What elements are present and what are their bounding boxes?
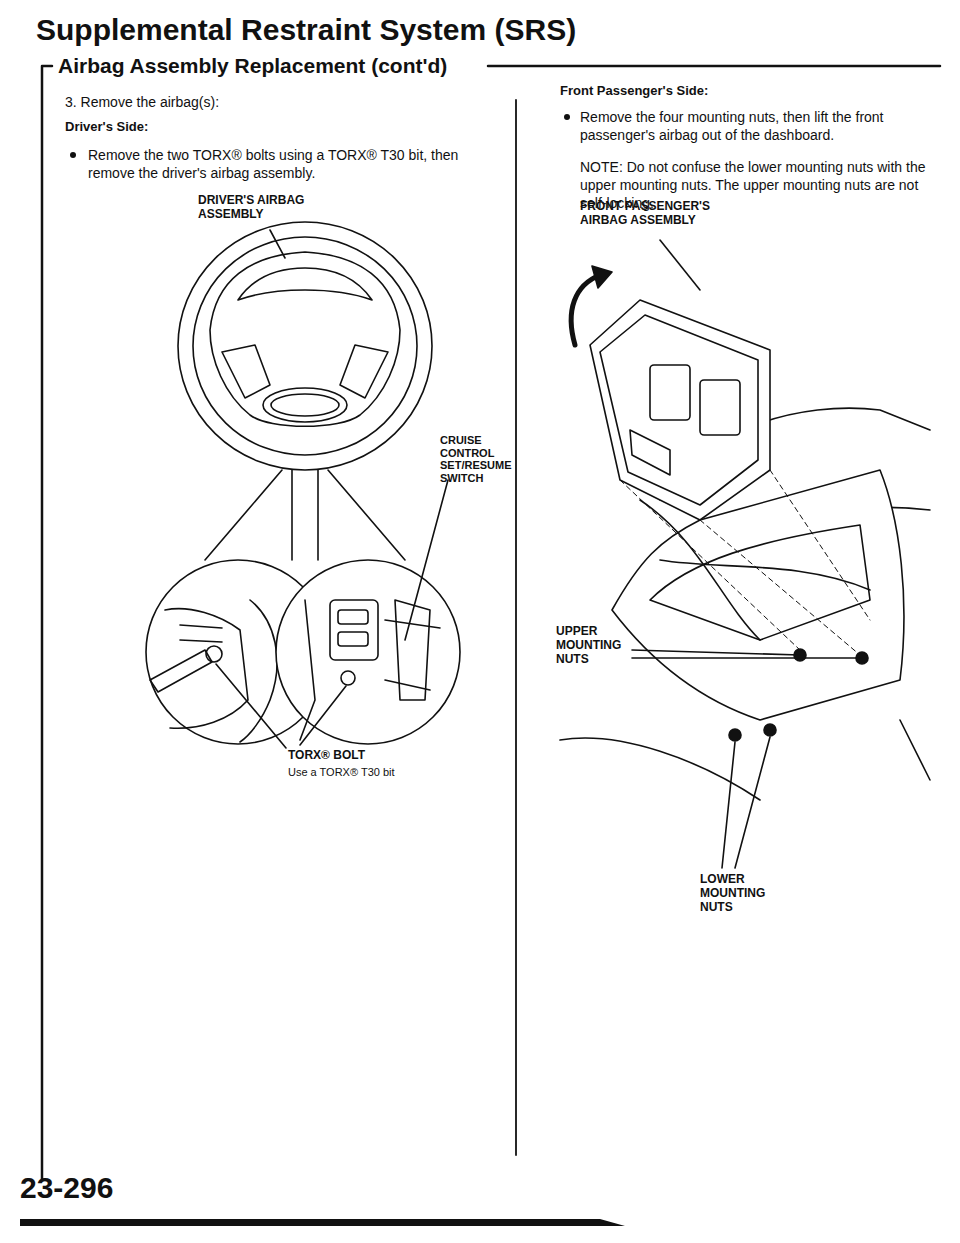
passenger-airbag-illustration [560, 266, 930, 800]
part-name: TORX® BOLT [288, 748, 428, 764]
bullet [70, 152, 76, 158]
wheel-rim [178, 222, 432, 470]
mounting-nut [764, 724, 776, 736]
leader-line [300, 686, 346, 745]
section-subtitle: Airbag Assembly Replacement (cont'd) [58, 52, 488, 79]
bullet [564, 114, 570, 120]
column-line [317, 468, 319, 560]
wheel-hub-detail [165, 609, 248, 729]
column-line [291, 468, 293, 560]
hub-detail [180, 625, 222, 642]
leader-line [632, 657, 862, 659]
detail-right [276, 560, 460, 744]
hub-cover [263, 388, 347, 422]
spoke-detail [240, 600, 277, 742]
column-divider [515, 100, 517, 1155]
torx-driver [150, 650, 212, 692]
mounting-nut [729, 729, 741, 741]
cruise-button [338, 610, 368, 624]
leader-line [270, 230, 285, 258]
pad-emblem [238, 268, 372, 300]
cruise-button [338, 632, 368, 646]
wheel-spoke [340, 345, 388, 398]
footer-bar [20, 1219, 625, 1226]
part-name: LOWER MOUNTING NUTS [700, 873, 790, 914]
module-bracket [700, 380, 740, 435]
frame-line [42, 66, 52, 1180]
leader-line [632, 650, 800, 655]
header-rule [488, 65, 940, 68]
dashboard-inner [650, 525, 870, 640]
hub-cover-inner [271, 394, 339, 416]
leader-line [660, 240, 700, 290]
wheel-rim-inner [193, 237, 417, 455]
connector [630, 430, 670, 475]
leader-line [216, 664, 286, 748]
airbag-lid [600, 315, 758, 505]
dashboard-opening [612, 470, 904, 720]
leader-line [735, 737, 770, 868]
detail-circle [276, 560, 460, 744]
leader-line [722, 742, 735, 868]
tool-note: Use a TORX® T30 bit [288, 765, 458, 779]
cruise-switch [330, 600, 378, 660]
instruction: Remove the four mounting nuts, then lift… [580, 108, 940, 144]
wheel-detail [385, 620, 440, 690]
wheel-spoke [222, 345, 270, 398]
leader-line [405, 480, 448, 640]
dash-edge [560, 720, 930, 800]
step-text: 3. Remove the airbag(s): [65, 93, 365, 111]
torx-bolt [206, 646, 222, 662]
harness [640, 500, 760, 640]
alignment-line [620, 470, 870, 655]
magnifier-line [205, 470, 282, 560]
torx-bolt [341, 671, 355, 685]
part-name: CRUISE CONTROL SET/RESUME SWITCH [440, 434, 512, 485]
airbag-module [590, 300, 770, 520]
subheading: Driver's Side: [65, 119, 365, 136]
lift-arrowhead [592, 266, 612, 288]
lift-arrow [571, 275, 600, 345]
subheading: Front Passenger's Side: [560, 83, 880, 100]
instruction: Remove the two TORX® bolts using a TORX®… [88, 146, 478, 182]
part-name: UPPER MOUNTING NUTS [556, 625, 632, 666]
part-name: FRONT PASSENGER'S AIRBAG ASSEMBLY [580, 200, 730, 228]
page-number: 23-296 [20, 1168, 220, 1207]
page-title: Supplemental Restraint System (SRS) [36, 10, 576, 49]
magnifier-line [328, 470, 405, 560]
steering-wheel [178, 222, 432, 560]
airbag-pad [210, 252, 400, 426]
part-name: DRIVER'S AIRBAG ASSEMBLY [198, 194, 348, 222]
column-detail [300, 600, 315, 740]
module-bracket [650, 365, 690, 420]
